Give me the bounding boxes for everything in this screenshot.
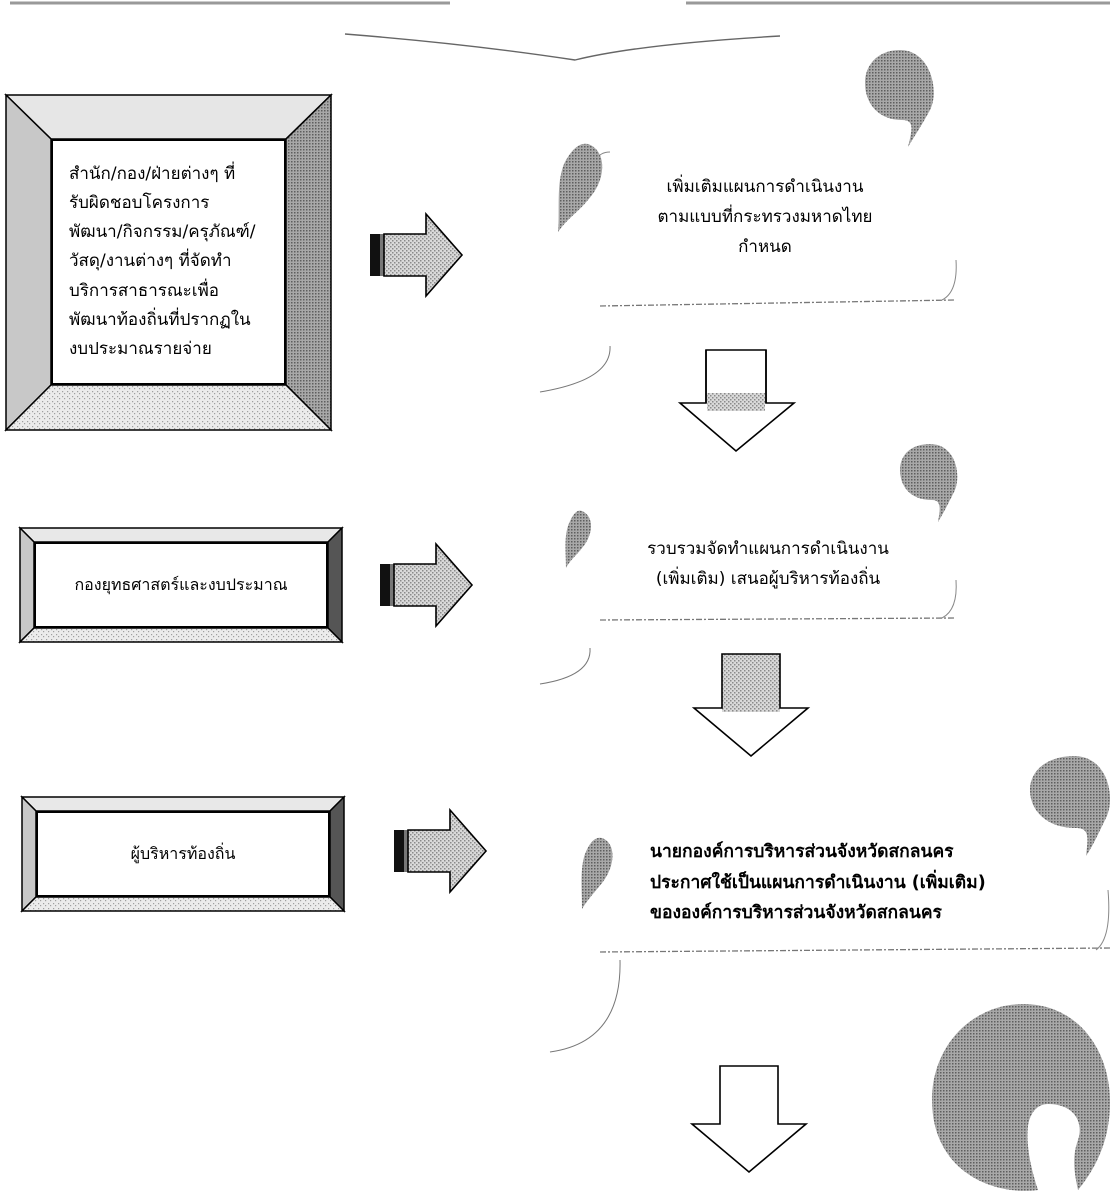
strategy-box: กองยุทธศาสตร์และงบประมาณ <box>18 526 344 644</box>
strategy-box-text: กองยุทธศาสตร์และงบประมาณ <box>74 574 288 594</box>
offices-line: งบประมาณรายจ่าย <box>69 339 212 360</box>
step1-line: ตามแบบที่กระทรวงมหาดไทย <box>657 207 873 228</box>
step2-scroll-shape <box>539 579 957 685</box>
step2-line: รวบรวมจัดทำแผนการดำเนินงาน <box>647 539 889 560</box>
step3-scroll-shape <box>549 889 1111 1053</box>
step3-line: นายกองค์การบริหารส่วนจังหวัดสกลนคร <box>650 842 954 863</box>
large-curl-icon <box>932 1004 1110 1191</box>
step2-box: รวบรวมจัดทำแผนการดำเนินงาน (เพิ่มเติม) เ… <box>592 520 944 610</box>
offices-line: พัฒนา/กิจกรรม/ครุภัณฑ์/ <box>69 222 256 243</box>
strategy-box-frame <box>18 526 344 644</box>
right-arrow-1 <box>370 211 464 299</box>
executive-box-text: ผู้บริหารท้องถิ่น <box>130 843 236 863</box>
step3-text: นายกองค์การบริหารส่วนจังหวัดสกลนคร ประกา… <box>650 837 986 929</box>
step1-box: เพิ่มเติมแผนการดำเนินงาน ตามแบบที่กระทรว… <box>600 158 930 278</box>
offices-box-text: สำนัก/กอง/ฝ่ายต่างๆ ที่ รับผิดชอบโครงการ… <box>69 160 256 365</box>
offices-line: รับผิดชอบโครงการ <box>69 192 210 213</box>
executive-box-frame <box>20 795 346 913</box>
offices-line: วัสดุ/งานต่างๆ ที่จัดทำ <box>69 251 232 272</box>
offices-line: สำนัก/กอง/ฝ่ายต่างๆ ที่ <box>69 163 236 184</box>
down-arrow-3 <box>689 1065 809 1174</box>
step3-line: ประกาศใช้เป็นแผนการดำเนินงาน (เพิ่มเติม) <box>650 872 986 893</box>
step3-curl-left-icon <box>581 837 613 909</box>
step1-line: เพิ่มเติมแผนการดำเนินงาน <box>666 177 864 198</box>
top-edge-lines <box>10 1 1110 61</box>
step3-curl-top-icon <box>1030 756 1111 856</box>
step2-curl-left-icon <box>565 510 591 568</box>
down-arrow-1 <box>677 349 797 453</box>
offices-box-frame <box>4 93 333 432</box>
step2-line: (เพิ่มเติม) เสนอผู้บริหารท้องถิ่น <box>655 569 881 589</box>
step3-box: นายกองค์การบริหารส่วนจังหวัดสกลนคร ประกา… <box>650 828 1060 938</box>
executive-box: ผู้บริหารท้องถิ่น <box>20 795 346 913</box>
step3-line: ขององค์การบริหารส่วนจังหวัดสกลนคร <box>650 903 942 924</box>
offices-box: สำนัก/กอง/ฝ่ายต่างๆ ที่ รับผิดชอบโครงการ… <box>4 93 333 432</box>
step1-text: เพิ่มเติมแผนการดำเนินงาน ตามแบบที่กระทรว… <box>658 173 873 262</box>
step1-curl-top-icon <box>865 50 934 147</box>
down-arrow-2 <box>691 653 811 758</box>
offices-line: บริการสาธารณะเพื่อ <box>69 280 219 301</box>
step1-curl-left-icon <box>558 143 603 232</box>
offices-line: พัฒนาท้องถิ่นที่ปรากฏใน <box>69 309 251 330</box>
step2-text: รวบรวมจัดทำแผนการดำเนินงาน (เพิ่มเติม) เ… <box>647 535 889 595</box>
right-arrow-2 <box>380 541 474 629</box>
right-arrow-3 <box>394 807 488 895</box>
step2-curl-top-icon <box>900 444 958 522</box>
step1-line: กำหนด <box>738 236 792 257</box>
